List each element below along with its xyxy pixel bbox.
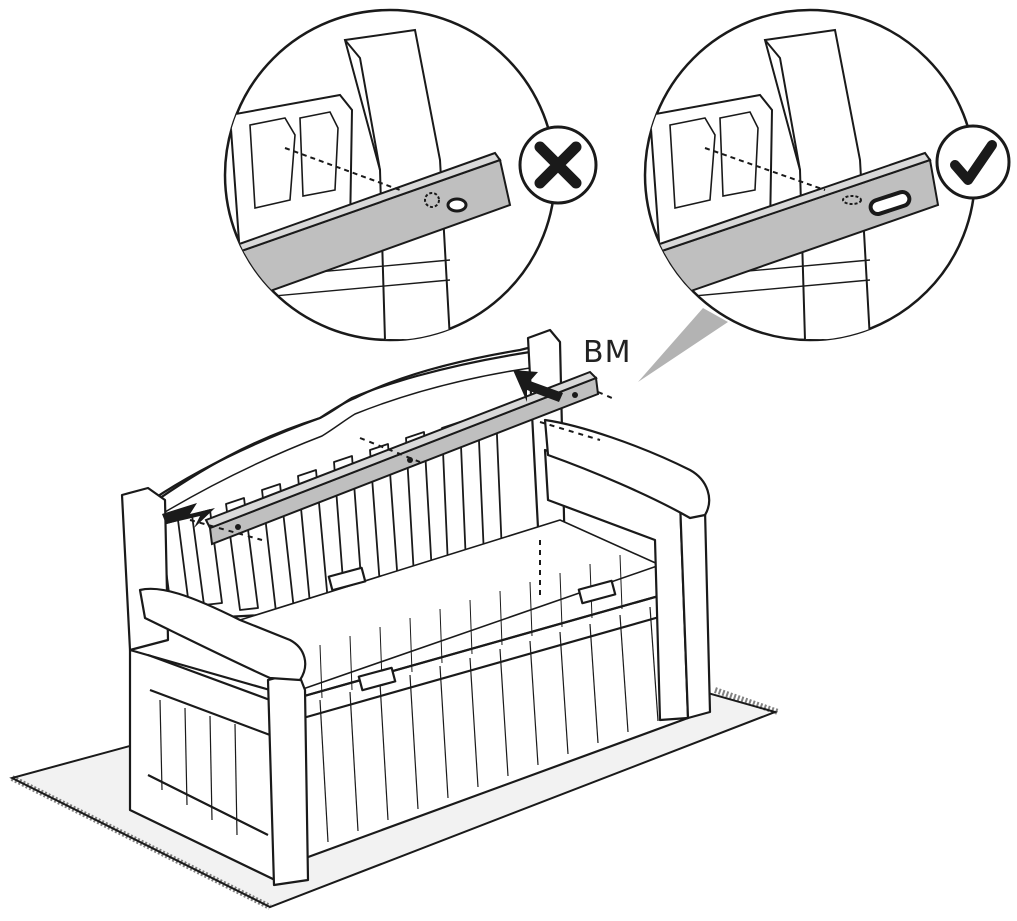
box-side-latch [577, 579, 617, 605]
left-front-leg [266, 670, 310, 887]
backrest-inner-edge [159, 367, 531, 516]
backrest-top-edge [151, 350, 531, 501]
bench [120, 328, 712, 887]
left-armrest [138, 587, 307, 682]
right-armrest [543, 418, 711, 520]
left-side-slats [159, 699, 238, 836]
arrow-left-icon [162, 503, 215, 528]
rug-fringe-right [714, 687, 779, 715]
bar-hole-middle [407, 457, 413, 463]
insert-arrows [162, 370, 563, 528]
detail-correct [643, 8, 1011, 342]
bar-hole-left [235, 524, 241, 530]
check-icon [935, 124, 1011, 200]
arrow-right-icon [513, 370, 563, 402]
rug-fringe-left [10, 775, 272, 910]
detail-wrong [223, 8, 598, 342]
box-interior-slats [319, 554, 623, 699]
box-front-latch [357, 666, 397, 692]
box-back-latch [327, 566, 367, 592]
wrong-icon [518, 125, 598, 205]
box-front-slats [319, 606, 659, 843]
bar-hole-right [572, 392, 578, 398]
bar-top-face [204, 370, 598, 530]
detail-pointer [638, 308, 728, 382]
guide-lines [189, 391, 613, 600]
part-label: BM [583, 335, 631, 370]
box-front-rim [289, 588, 685, 722]
left-side-rails [147, 653, 271, 836]
metal-bar-bm [204, 370, 600, 546]
